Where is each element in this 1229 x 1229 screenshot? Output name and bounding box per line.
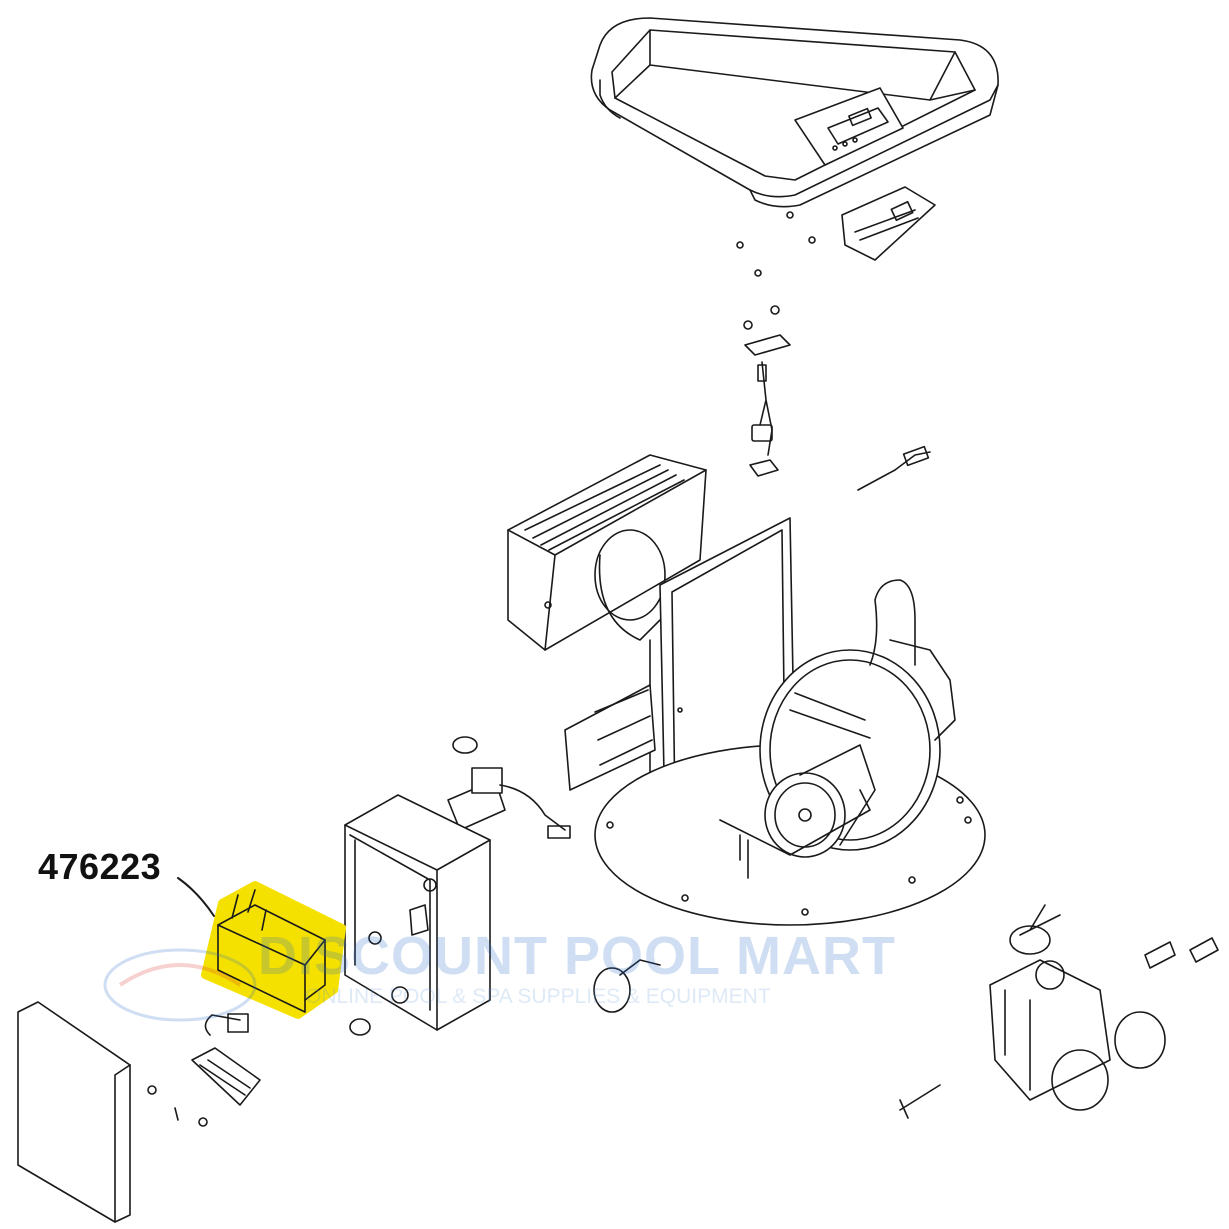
watermark: DISCOUNT POOL MART ONLINE POOL & SPA SUP…: [100, 925, 895, 1035]
pressure-switch: [593, 959, 661, 1013]
fitting-b: [1189, 937, 1219, 963]
danger-label: [564, 684, 656, 791]
small-screw-a: [147, 1085, 157, 1095]
leader-line: [177, 877, 215, 917]
fuse: [174, 1107, 179, 1121]
screws: [736, 211, 816, 330]
fuse-board: [191, 1047, 261, 1106]
blower-motor: [719, 744, 876, 879]
gas-valve: [989, 959, 1166, 1111]
grommet-bottom: [349, 1018, 371, 1036]
part-number-label: 476223: [38, 846, 162, 887]
probe-sensor: [899, 1084, 941, 1119]
watermark-subtitle: ONLINE POOL & SPA SUPPLIES & EQUIPMENT: [305, 985, 771, 1008]
electrical-box: [344, 794, 491, 1031]
small-screw-b: [198, 1117, 208, 1127]
access-door: [17, 1001, 131, 1223]
vent-hood: [507, 454, 707, 651]
highlighted-part-476223[interactable]: [201, 881, 346, 1019]
water-pressure-switch: [1009, 904, 1061, 955]
watermark-title: DISCOUNT POOL MART: [258, 926, 896, 986]
transformer: [447, 767, 571, 839]
grommet-top: [452, 736, 478, 754]
top-cover: [590, 17, 999, 208]
igniter-assembly: [744, 334, 791, 477]
temperature-sensor: [857, 445, 931, 491]
wire-connector: [204, 1013, 249, 1036]
control-board: [841, 186, 936, 261]
fitting-a: [1144, 941, 1176, 969]
watermark-logo-icon: [103, 948, 257, 1022]
